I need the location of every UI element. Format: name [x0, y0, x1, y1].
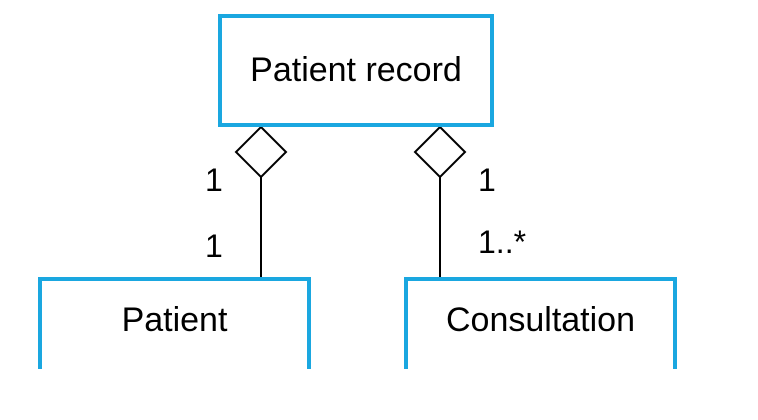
multiplicity-record-consultation-target: 1..*: [478, 224, 527, 260]
class-patient: Patient: [38, 277, 311, 369]
aggregation-diamond-patient: [234, 125, 288, 179]
class-patient-record: Patient record: [218, 14, 494, 127]
multiplicity-record-patient-source: 1: [205, 162, 223, 198]
class-consultation: Consultation: [404, 277, 677, 369]
multiplicity-record-patient-target: 1: [205, 228, 223, 264]
class-patient-record-label: Patient record: [250, 51, 462, 89]
multiplicity-record-consultation-source: 1: [478, 162, 496, 198]
class-patient-label: Patient: [121, 301, 228, 339]
class-consultation-label: Consultation: [445, 301, 635, 339]
aggregation-diamond-consultation: [413, 125, 467, 179]
